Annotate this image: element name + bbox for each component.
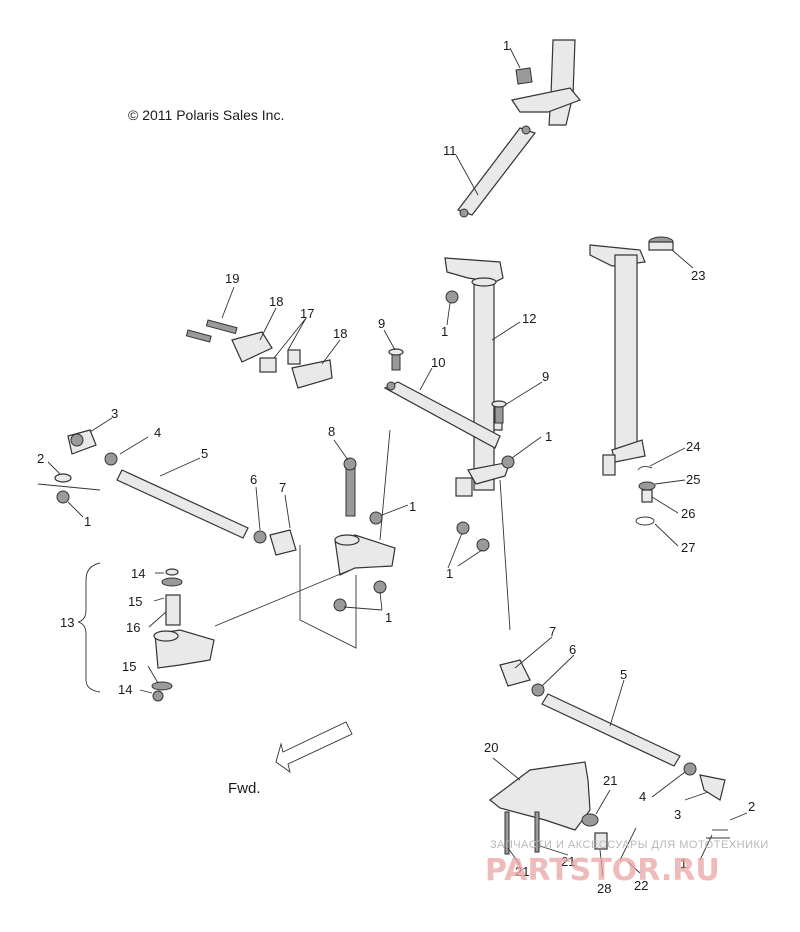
nut-6-right bbox=[531, 683, 545, 697]
watermark-brand: PARTSTOR.RU bbox=[485, 853, 720, 888]
forward-label: Fwd. bbox=[228, 780, 261, 797]
nut-2-right bbox=[706, 829, 730, 839]
nut-2-left bbox=[54, 473, 72, 504]
callout-2: 2 bbox=[748, 799, 755, 814]
nut-6-left bbox=[253, 530, 267, 544]
callout-7: 7 bbox=[549, 624, 556, 639]
callout-6: 6 bbox=[569, 642, 576, 657]
callout-26: 26 bbox=[681, 506, 695, 521]
callout-5: 5 bbox=[201, 446, 208, 461]
callout-14: 14 bbox=[131, 566, 145, 581]
bracket-parts-17-18-19 bbox=[185, 319, 333, 389]
callout-18: 18 bbox=[333, 326, 347, 341]
pitman-arm-10 bbox=[383, 381, 501, 449]
callout-20: 20 bbox=[484, 740, 498, 755]
tie-rod-5-right bbox=[541, 693, 681, 767]
callout-3: 3 bbox=[674, 807, 681, 822]
callout-9: 9 bbox=[542, 369, 549, 384]
watermark: ЗАПЧАСТИ И АКСЕССУАРЫ ДЛЯ МОТОТЕХНИКИ PA… bbox=[485, 839, 769, 888]
tie-link-11 bbox=[457, 125, 536, 218]
tie-rod-end-3-right bbox=[699, 774, 726, 801]
idler-bracket bbox=[333, 457, 396, 612]
callout-15: 15 bbox=[122, 659, 136, 674]
tie-rod-end-3-left bbox=[67, 429, 97, 455]
callout-21: 21 bbox=[561, 854, 575, 869]
callout-12: 12 bbox=[522, 311, 536, 326]
callout-5: 5 bbox=[620, 667, 627, 682]
jam-nut-4-right bbox=[683, 762, 697, 776]
steering-column-right bbox=[589, 236, 674, 526]
callout-23: 23 bbox=[691, 268, 705, 283]
callout-1: 1 bbox=[385, 610, 392, 625]
callout-1: 1 bbox=[545, 429, 552, 444]
callout-3: 3 bbox=[111, 406, 118, 421]
callout-1: 1 bbox=[680, 856, 687, 871]
bolt-9-lower bbox=[491, 400, 507, 424]
copyright-text: © 2011 Polaris Sales Inc. bbox=[128, 107, 284, 123]
callout-13: 13 bbox=[60, 615, 74, 630]
bolt-9-upper bbox=[388, 348, 404, 371]
callout-11: 11 bbox=[443, 143, 457, 158]
callout-1: 1 bbox=[441, 324, 448, 339]
callout-4: 4 bbox=[639, 789, 646, 804]
callout-8: 8 bbox=[328, 424, 335, 439]
callout-25: 25 bbox=[686, 472, 700, 487]
watermark-tagline: ЗАПЧАСТИ И АКСЕССУАРЫ ДЛЯ МОТОТЕХНИКИ bbox=[490, 839, 769, 851]
tie-rod-end-7-left bbox=[269, 529, 297, 556]
callout-4: 4 bbox=[154, 425, 161, 440]
callout-16: 16 bbox=[126, 620, 140, 635]
callout-22: 22 bbox=[634, 878, 648, 893]
tie-rod-5-left bbox=[116, 469, 249, 539]
callout-19: 19 bbox=[225, 271, 239, 286]
callout-15: 15 bbox=[128, 594, 142, 609]
forward-arrow bbox=[275, 721, 353, 774]
callout-7: 7 bbox=[279, 480, 286, 495]
callout-1: 1 bbox=[84, 514, 91, 529]
callout-1: 1 bbox=[503, 38, 510, 53]
callout-6: 6 bbox=[250, 472, 257, 487]
jam-nut-4-left bbox=[104, 452, 118, 466]
callout-21: 21 bbox=[515, 864, 529, 879]
callout-17: 17 bbox=[300, 306, 314, 321]
callout-1: 1 bbox=[446, 566, 453, 581]
callout-10: 10 bbox=[431, 355, 445, 370]
callout-18: 18 bbox=[269, 294, 283, 309]
callout-27: 27 bbox=[681, 540, 695, 555]
callout-2: 2 bbox=[37, 451, 44, 466]
callout-labels: 1 11 23 19 18 17 18 9 1 12 10 9 3 4 2 5 … bbox=[37, 38, 755, 896]
callout-14: 14 bbox=[118, 682, 132, 697]
callout-21: 21 bbox=[603, 773, 617, 788]
callout-24: 24 bbox=[686, 439, 700, 454]
bushing-assembly-13 bbox=[151, 568, 215, 702]
tie-rod-end-7-right bbox=[499, 659, 531, 687]
callout-9: 9 bbox=[378, 316, 385, 331]
callout-1: 1 bbox=[409, 499, 416, 514]
upper-steering-column bbox=[511, 39, 582, 126]
leader-lines bbox=[37, 47, 748, 877]
guard-20 bbox=[489, 761, 637, 861]
callout-28: 28 bbox=[597, 881, 611, 896]
